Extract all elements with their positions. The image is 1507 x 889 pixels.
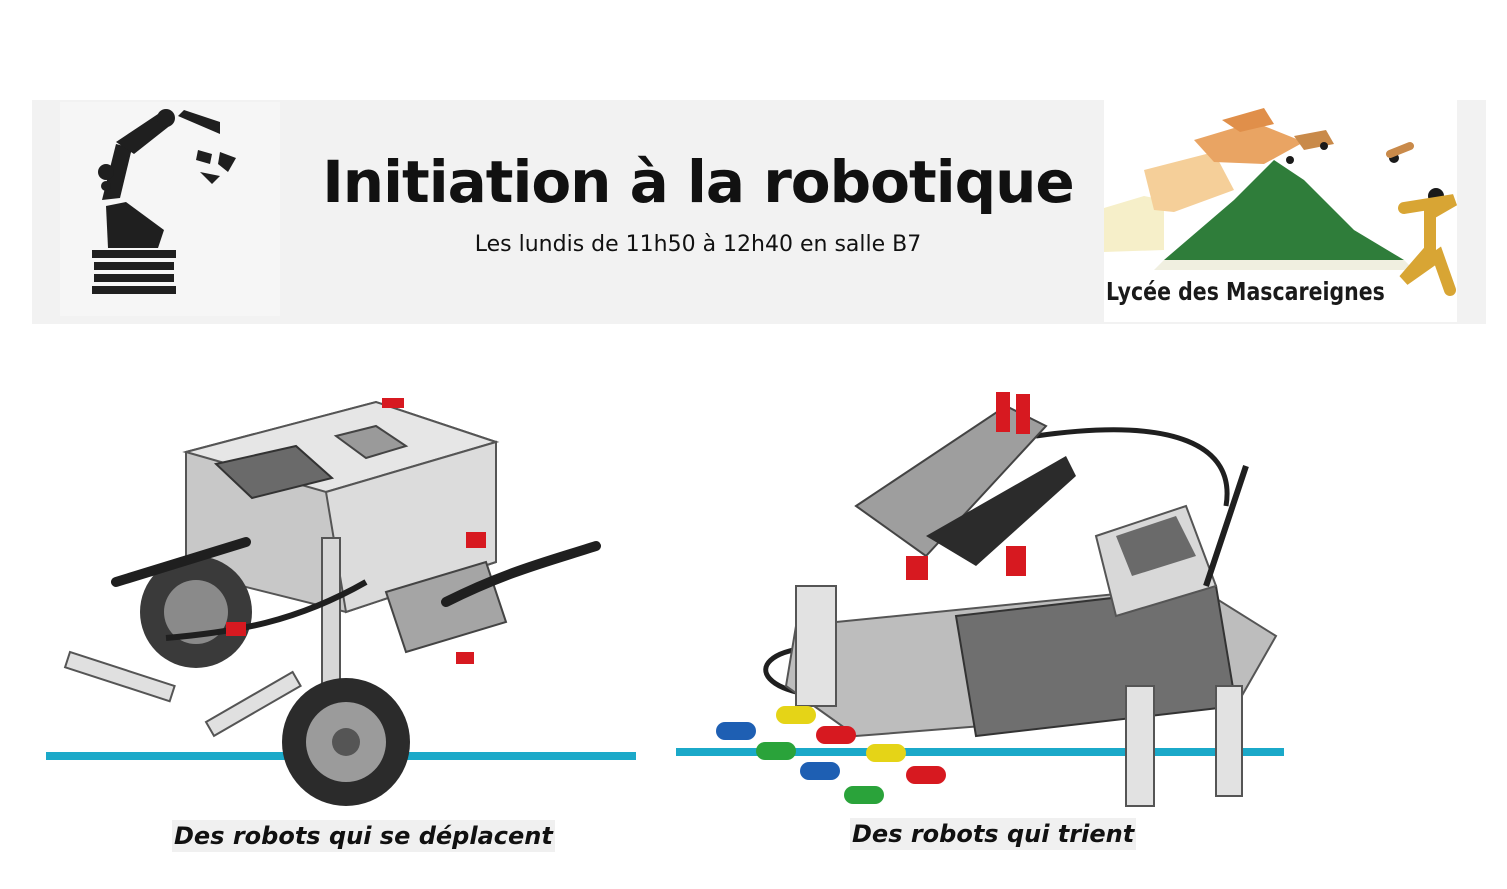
moving-robot-figure — [46, 382, 636, 812]
mascareignes-logo-icon — [1104, 108, 1457, 296]
robot-arm-logo — [60, 102, 280, 316]
robot-arm-icon — [92, 109, 236, 294]
school-logo: Lycée des Mascareignes — [1104, 100, 1457, 322]
page-title: Initiation à la robotique — [322, 148, 1075, 216]
caption-moving-robots: Des robots qui se déplacent — [172, 820, 555, 852]
page-subtitle: Les lundis de 11h50 à 12h40 en salle B7 — [474, 232, 922, 257]
ev3-driving-robot-icon — [46, 398, 636, 806]
sorting-robot-figure — [676, 386, 1286, 826]
caption-sorting-robots: Des robots qui trient — [850, 818, 1137, 850]
school-logo-text: Lycée des Mascareignes — [1106, 277, 1385, 306]
ev3-sorting-robot-icon — [676, 392, 1284, 807]
